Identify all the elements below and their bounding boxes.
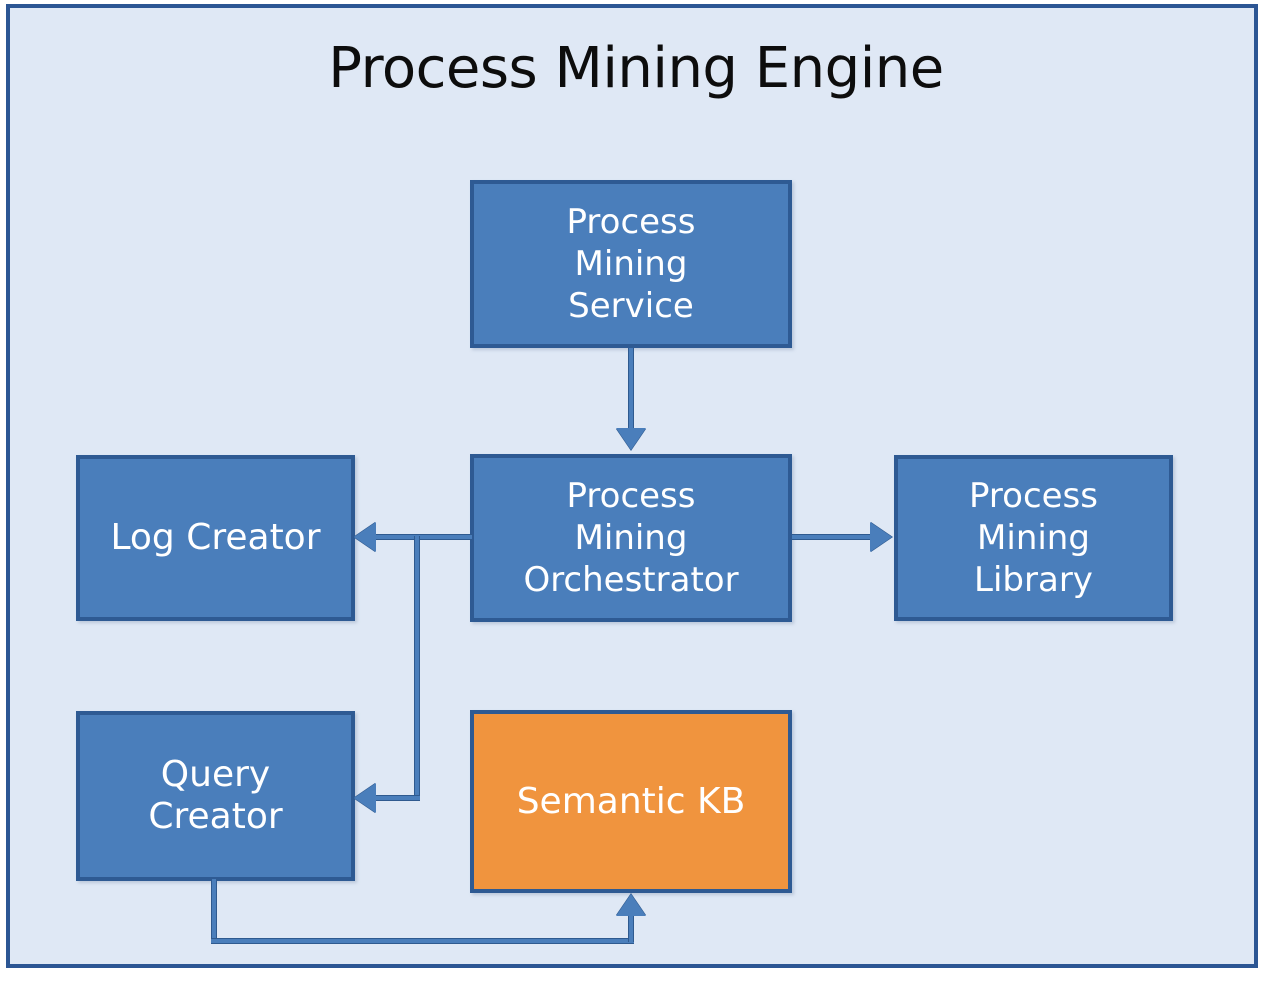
node-process-mining-orchestrator[interactable]: Process Mining Orchestrator xyxy=(470,454,792,622)
node-label-semantic-kb: Semantic KB xyxy=(516,780,746,822)
node-process-mining-service[interactable]: Process Mining Service xyxy=(470,180,792,348)
node-label-process-mining-orchestrator: Process Mining Orchestrator xyxy=(523,476,739,600)
arrow-right-icon-orchestrator-to-library xyxy=(870,522,892,552)
node-query-creator[interactable]: Query Creator xyxy=(76,711,355,881)
connector-orchestrator-to-log-creator-line xyxy=(376,534,472,540)
node-process-mining-library[interactable]: Process Mining Library xyxy=(894,455,1173,621)
connector-query-creator-to-semantic-kb-horizontal xyxy=(211,938,634,944)
node-label-process-mining-library: Process Mining Library xyxy=(969,476,1098,600)
connector-orchestrator-to-query-creator-line xyxy=(376,795,420,801)
node-log-creator[interactable]: Log Creator xyxy=(76,455,355,621)
connector-orchestrator-to-library-line xyxy=(792,534,874,540)
arrow-left-icon-orchestrator-to-query-creator xyxy=(354,783,376,813)
node-label-log-creator: Log Creator xyxy=(110,517,321,558)
connector-query-creator-to-semantic-kb-down xyxy=(211,879,217,941)
connector-orchestrator-to-query-creator-vertical xyxy=(414,536,420,798)
connector-query-creator-to-semantic-kb-up xyxy=(628,916,634,942)
arrow-left-icon-orchestrator-to-log-creator xyxy=(354,522,376,552)
connector-service-to-orchestrator-line xyxy=(628,348,634,432)
page-title: Process Mining Engine xyxy=(328,36,944,101)
arrow-up-icon-query-creator-to-semantic-kb xyxy=(616,894,646,916)
node-label-query-creator: Query Creator xyxy=(148,754,283,837)
arrow-down-icon-service-to-orchestrator xyxy=(616,428,646,450)
node-label-process-mining-service: Process Mining Service xyxy=(566,202,696,326)
process-mining-engine-container: Process Mining Engine Process Mining Ser… xyxy=(6,4,1258,968)
node-semantic-kb[interactable]: Semantic KB xyxy=(470,710,792,893)
